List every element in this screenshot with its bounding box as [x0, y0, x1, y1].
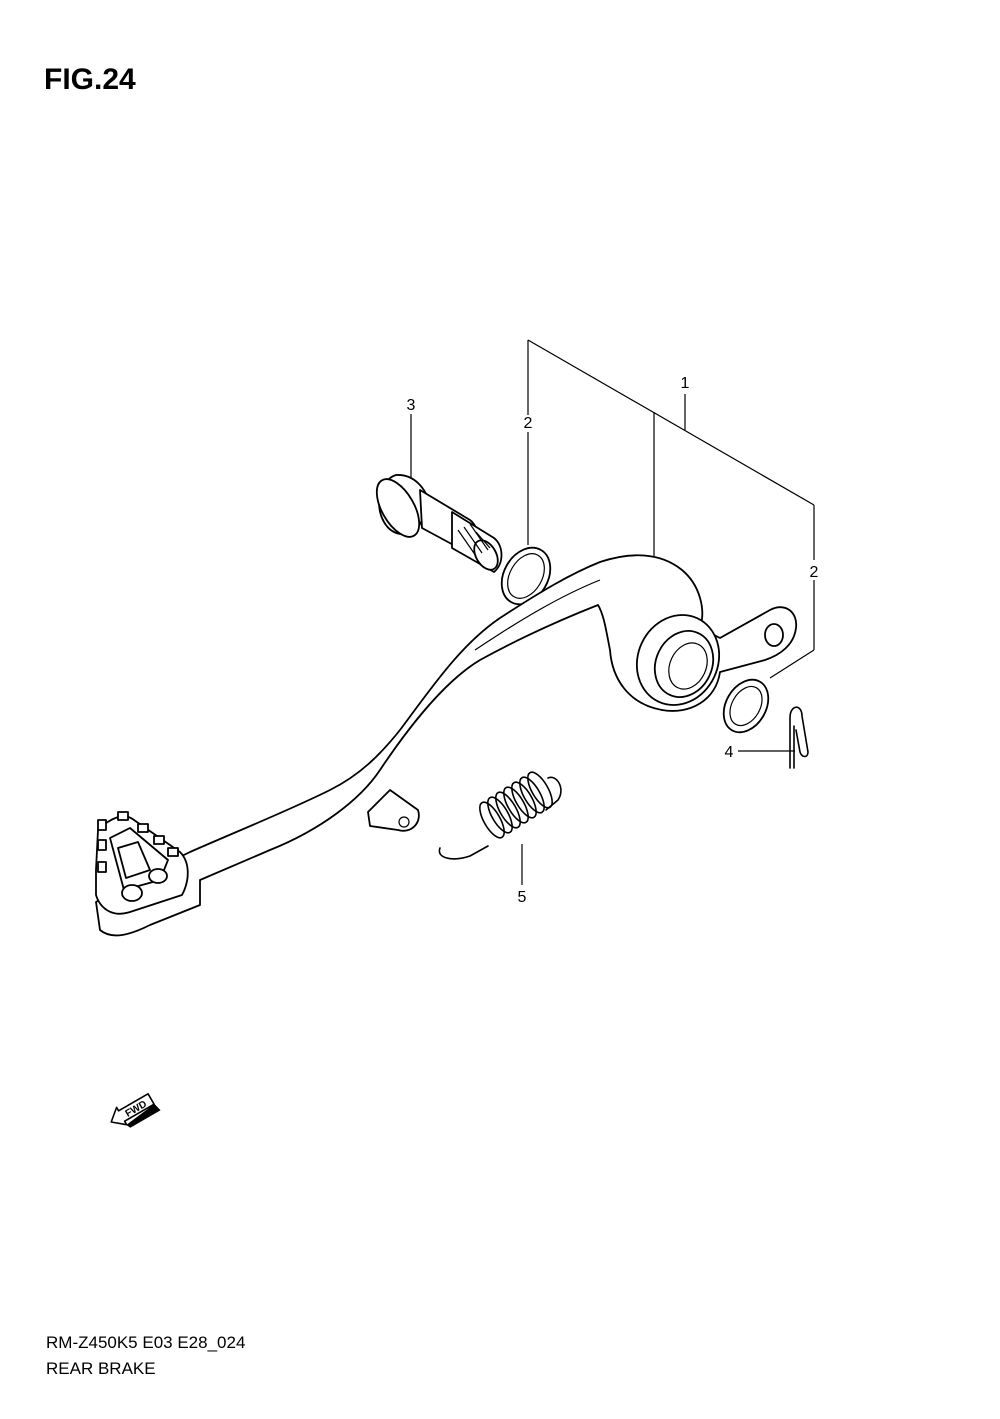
- model-code: RM-Z450K5 E03 E28_024: [46, 1333, 246, 1352]
- callout-4: 4: [725, 744, 734, 761]
- leader-lines: [410, 339, 815, 885]
- o-ring-lower: [722, 678, 770, 734]
- fwd-indicator: FWD: [110, 1093, 161, 1128]
- pivot-bolt: [375, 474, 503, 573]
- section-name: REAR BRAKE: [46, 1359, 156, 1378]
- callout-2-upper: 2: [524, 415, 533, 432]
- return-spring: [438, 771, 562, 860]
- arrow-left-icon: [110, 1093, 155, 1126]
- callout-1: 1: [681, 375, 690, 392]
- callout-2-lower: 2: [810, 564, 819, 581]
- o-ring-upper: [500, 546, 552, 606]
- brake-pedal: [95, 554, 797, 937]
- callout-labels: 1 2 2 3 4 5: [407, 375, 819, 906]
- cotter-pin: [789, 706, 809, 769]
- callout-3: 3: [407, 397, 416, 414]
- figure-title: FIG.24: [44, 63, 136, 96]
- callout-5: 5: [518, 889, 527, 906]
